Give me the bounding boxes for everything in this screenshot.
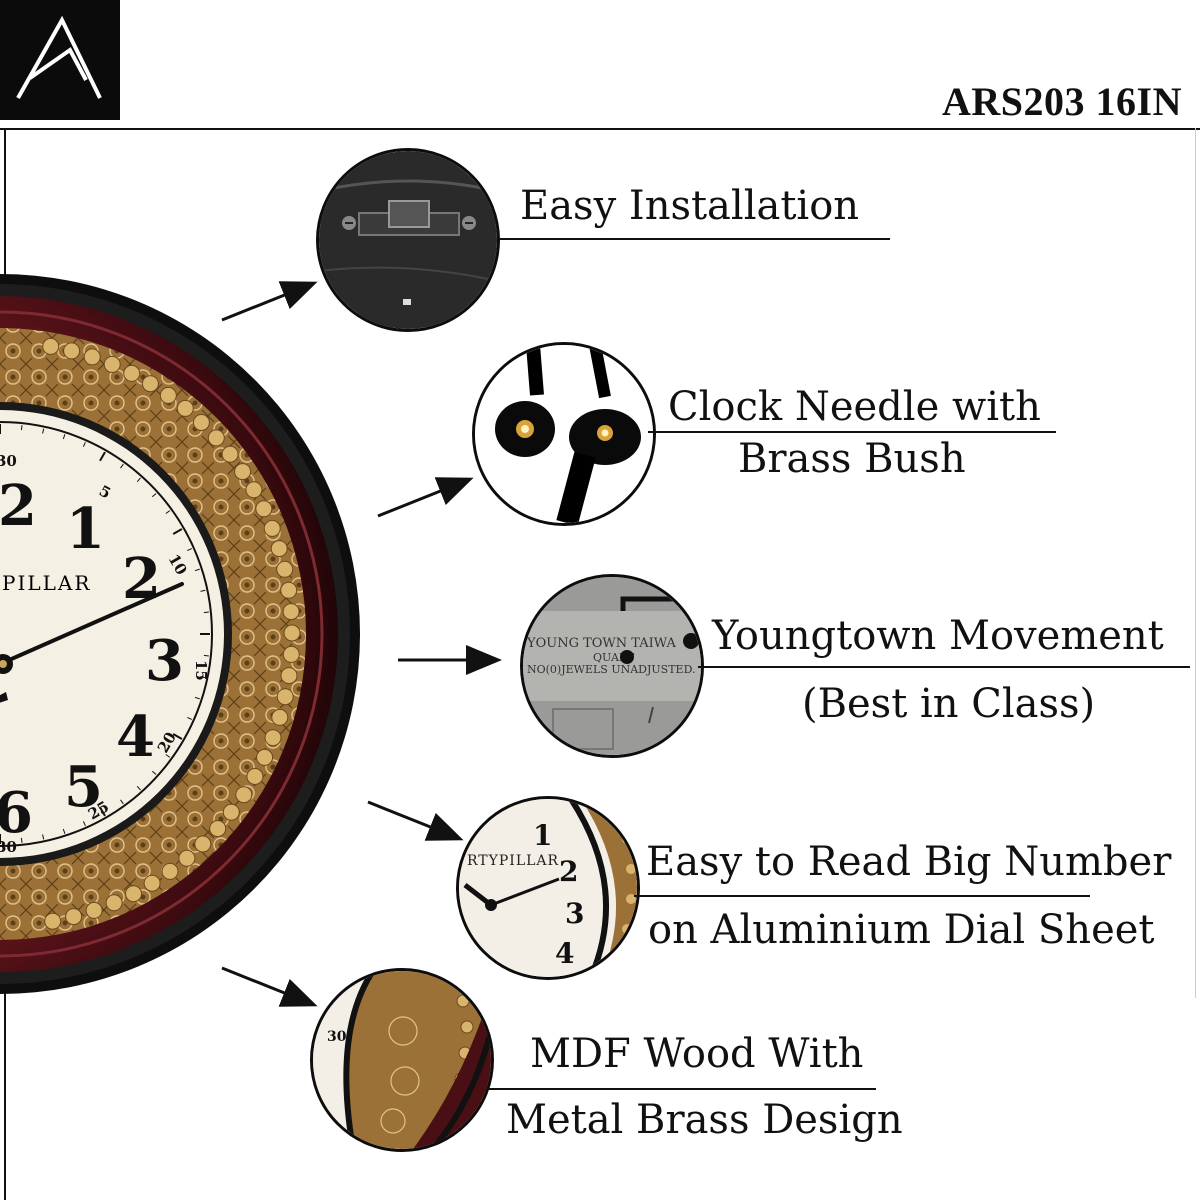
feature-movement-line-2: (Best in Class) [802, 681, 1096, 727]
main-clock: PILLAR 2 1 2 3 4 5 6 30 5 10 15 20 25 30 [0, 274, 360, 994]
feature-dial-line-2: on Aluminium Dial Sheet [648, 907, 1155, 953]
minute-mark: 15 [192, 660, 210, 681]
hour-numeral: 5 [64, 754, 103, 820]
dial-closeup-numeral: 1 [533, 819, 552, 852]
hour-numeral: 2 [0, 473, 37, 539]
feature-frame-underline [488, 1088, 876, 1090]
feature-frame-line-2: Metal Brass Design [506, 1097, 903, 1143]
feature-needle-badge [472, 342, 656, 526]
wood-frame-closeup-icon: 30 [313, 971, 491, 1149]
left-border-bottom [4, 985, 6, 1200]
clock-needle-bush-icon [475, 345, 653, 523]
feature-frame-badge: 30 [310, 968, 494, 1152]
feature-movement-badge: YOUNG TOWN TAIWA QUART NO(0)JEWELS UNADJ… [520, 574, 704, 758]
minute-mark: 30 [0, 452, 17, 470]
dial-logo-icon [0, 692, 8, 703]
arrow-dial [367, 800, 464, 841]
movement-label-icon: YOUNG TOWN TAIWA QUART NO(0)JEWELS UNADJ… [523, 577, 701, 755]
hour-numeral: 3 [145, 628, 184, 694]
hanging-bracket-icon [319, 151, 497, 329]
hour-numerals: 2 1 2 3 4 5 6 [0, 473, 184, 846]
feature-dial-badge: RTYPILLAR 1 2 3 4 [456, 796, 640, 980]
feature-installation-line-1: Easy Installation [520, 183, 860, 229]
dial-closeup-numeral: 4 [555, 937, 574, 970]
dial-closeup-numeral: 3 [565, 897, 584, 930]
feature-installation-underline [498, 238, 890, 240]
minute-mark: 30 [0, 838, 17, 856]
dial-brand-text: PILLAR [2, 571, 91, 595]
feature-dial-underline [634, 895, 1090, 897]
a-monogram-logo-icon [16, 15, 102, 99]
arrow-installation [221, 281, 318, 322]
feature-movement-underline [698, 666, 1190, 668]
minute-hand [0, 582, 184, 666]
hour-numeral: 1 [66, 496, 105, 562]
feature-needle-underline [648, 431, 1056, 433]
left-border-top [4, 128, 6, 288]
frame-closeup-mark: 30 [327, 1029, 347, 1045]
feature-movement-line-1: Youngtown Movement [712, 613, 1164, 659]
model-code: ARS203 16IN [942, 79, 1182, 124]
feature-needle-line-2: Brass Bush [738, 436, 966, 482]
header-divider [0, 128, 1200, 130]
arrow-frame [221, 966, 318, 1007]
movement-label-line: NO(0)JEWELS UNADJUSTED. [527, 663, 696, 676]
right-border [1195, 128, 1196, 998]
dial-closeup-numeral: 2 [559, 855, 578, 888]
feature-dial-line-1: Easy to Read Big Number [646, 839, 1172, 885]
brand-logo [0, 0, 120, 120]
feature-needle-line-1: Clock Needle with [668, 384, 1041, 430]
pointer-arrows [221, 281, 502, 1007]
feature-installation-badge [316, 148, 500, 332]
hour-numeral: 6 [0, 780, 33, 846]
dial-face [0, 410, 224, 858]
hour-numeral: 4 [116, 704, 155, 770]
feature-frame-line-1: MDF Wood With [530, 1031, 864, 1077]
arrow-needle [377, 477, 474, 518]
dial-closeup-icon: RTYPILLAR 1 2 3 4 [459, 799, 637, 977]
dial-closeup-brand: RTYPILLAR [467, 853, 559, 869]
movement-label-line: YOUNG TOWN TAIWA [526, 636, 676, 651]
brass-beads [42, 337, 301, 930]
